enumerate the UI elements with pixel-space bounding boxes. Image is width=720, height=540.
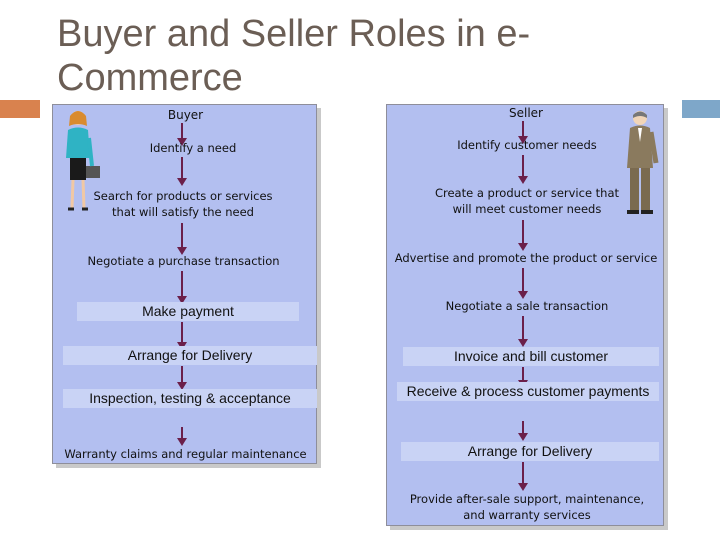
arrow: [518, 121, 528, 144]
arrow: [177, 322, 187, 350]
arrow: [518, 155, 528, 184]
buyer-step-negotiate: Negotiate a purchase transaction: [87, 254, 280, 268]
buyer-step-arrange-delivery: Arrange for Delivery: [63, 346, 317, 365]
buyer-step-search: Search for products or services that wil…: [93, 189, 273, 219]
seller-step-after-sale-support: Provide after-sale support, maintenance,…: [409, 492, 645, 522]
arrow: [177, 427, 187, 446]
arrow: [177, 271, 187, 304]
arrow: [518, 367, 528, 388]
seller-step-receive-payments: Receive & process customer payments: [397, 382, 659, 401]
man-in-suit-icon: [627, 111, 659, 214]
buyer-panel: Buyer Identify a need Search for product…: [52, 104, 317, 464]
buyer-step-inspection: Inspection, testing & acceptance: [63, 389, 317, 408]
arrow: [177, 223, 187, 255]
slide-title: Buyer and Seller Roles in e-Commerce: [57, 13, 531, 99]
buyer-step-make-payment: Make payment: [77, 302, 299, 321]
arrow: [177, 157, 187, 186]
seller-step-advertise: Advertise and promote the product or ser…: [394, 251, 658, 265]
woman-with-briefcase-icon: [66, 111, 100, 211]
seller-step-arrange-delivery: Arrange for Delivery: [401, 442, 659, 461]
buyer-step-identify-need: Identify a need: [149, 141, 237, 155]
buyer-step-warranty: Warranty claims and regular maintenance: [64, 447, 307, 461]
arrow: [177, 366, 187, 390]
arrow: [518, 421, 528, 441]
seller-panel: Seller Identify customer needs Create a …: [386, 104, 664, 526]
accent-bar-right: [682, 100, 720, 118]
accent-bar-left: [0, 100, 40, 118]
seller-step-invoice: Invoice and bill customer: [403, 347, 659, 366]
seller-step-identify-needs: Identify customer needs: [457, 138, 597, 152]
arrow: [518, 462, 528, 491]
seller-step-negotiate: Negotiate a sale transaction: [445, 299, 609, 313]
seller-heading: Seller: [509, 106, 543, 120]
arrow: [518, 220, 528, 251]
buyer-heading: Buyer: [167, 108, 204, 122]
seller-step-create-product: Create a product or service that will me…: [434, 186, 620, 216]
arrow: [518, 316, 528, 347]
arrow: [177, 123, 187, 146]
arrow: [518, 268, 528, 299]
